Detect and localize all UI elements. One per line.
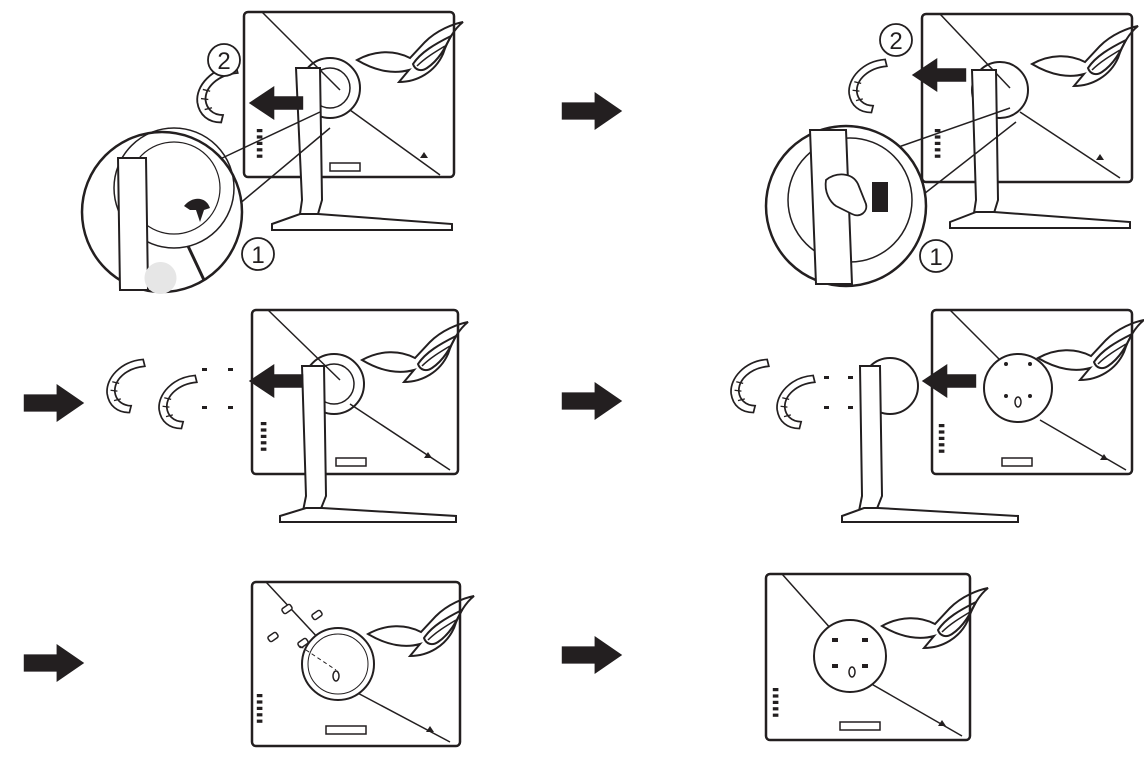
stand-neck [294,67,324,229]
step-4-panel [730,308,1144,523]
stand-base [271,213,453,231]
right-arrow-icon [23,384,85,422]
step-6-panel [764,572,989,742]
step-2-panel: 2 1 [764,12,1139,288]
right-arrow-icon [561,92,623,130]
mount-plate [301,627,375,701]
marker-label-2: 2 [217,48,230,75]
hand-icon [824,173,868,217]
right-arrow-icon [23,644,85,682]
step-5-panel [250,580,475,748]
right-arrow-icon [561,636,623,674]
step-1-panel: 2 1 [80,10,464,294]
step-marker-2 [879,23,913,57]
mount-plate [983,353,1053,423]
rotate-arrow-icon [184,198,210,222]
marker-label-1: 1 [929,244,942,271]
screwdriver-icon [186,245,206,281]
marker-label-1: 1 [251,242,264,269]
step-3-panel [106,308,469,523]
mount-plate [813,619,887,693]
screws [267,603,323,649]
step-marker-1 [919,239,953,273]
step-marker-2 [207,43,241,77]
step-marker-1 [241,237,275,271]
marker-label-2: 2 [889,28,902,55]
right-arrow-icon [561,382,623,420]
